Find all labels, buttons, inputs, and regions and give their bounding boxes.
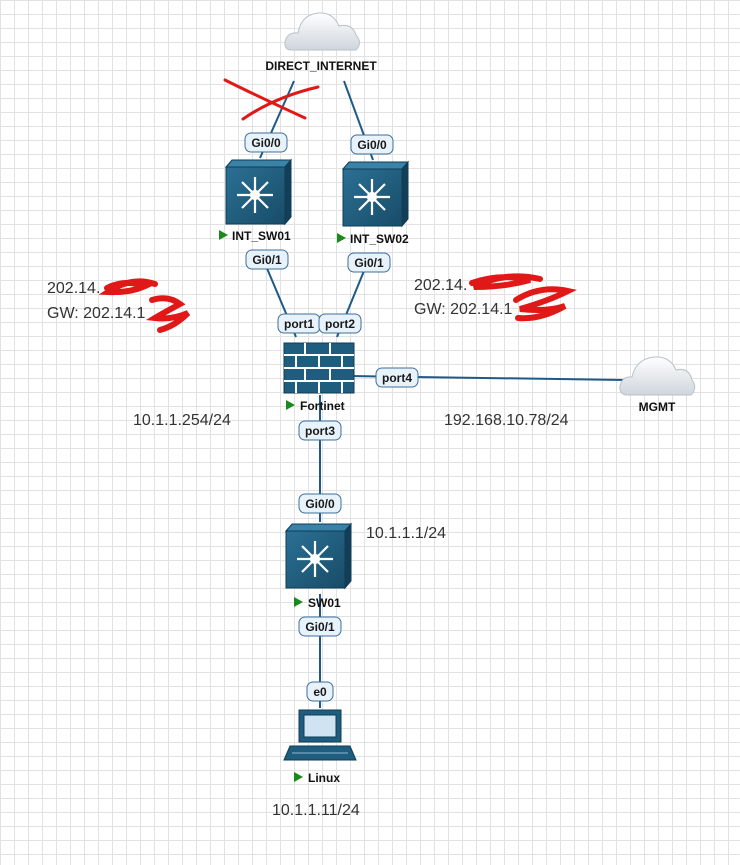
sw01-label: SW01	[308, 596, 341, 610]
sw01-ip-label: 10.1.1.1/24	[366, 525, 446, 542]
mgmt-cloud-label: MGMT	[639, 400, 676, 414]
fortinet-port4[interactable]: port4	[375, 367, 419, 388]
cloud-icon	[619, 356, 696, 396]
link-down-cross-mark	[223, 78, 320, 121]
linux-node[interactable]: Linux e0	[283, 681, 357, 785]
mgmt-cloud[interactable]: MGMT	[619, 356, 696, 414]
switch-icon	[341, 160, 410, 228]
sw01-node[interactable]: SW01 Gi0/0 Gi0/1	[284, 493, 353, 637]
sw01-port-gi0-0[interactable]: Gi0/0	[298, 493, 342, 514]
port-label: Gi0/0	[305, 497, 335, 511]
port-label: port2	[325, 317, 355, 331]
redaction-scribbles	[98, 78, 577, 333]
switch-icon	[224, 158, 293, 226]
int-sw01-port-gi0-0[interactable]: Gi0/0	[244, 132, 288, 153]
port-label: Gi0/0	[251, 136, 281, 150]
status-play-icon	[294, 597, 303, 607]
port-label: port3	[305, 424, 335, 438]
links	[259, 80, 625, 708]
port-label: Gi0/0	[357, 138, 387, 152]
mgmt-ip-label: 192.168.10.78/24	[444, 412, 569, 429]
switch-icon	[284, 522, 353, 590]
wan2-ip-label: 202.14.	[414, 277, 467, 294]
linux-ip-label: 10.1.1.11/24	[272, 802, 360, 819]
int-sw02-port-gi0-0[interactable]: Gi0/0	[350, 134, 394, 155]
wan1-ip-label: 202.14.	[47, 280, 100, 297]
int-sw02-label: INT_SW02	[350, 232, 409, 246]
firewall-icon	[283, 342, 355, 394]
fortinet-port1[interactable]: port1	[277, 313, 321, 334]
computer-icon	[283, 709, 357, 761]
linux-port-e0[interactable]: e0	[306, 681, 334, 702]
int-sw02-node[interactable]: INT_SW02 Gi0/0 Gi0/1	[337, 134, 410, 273]
fortinet-label: Fortinet	[300, 399, 345, 413]
port-label: Gi0/1	[354, 256, 384, 270]
port-label: e0	[313, 685, 327, 699]
fortinet-node[interactable]: Fortinet port1 port2 port4 port3	[277, 313, 419, 441]
status-play-icon	[286, 400, 295, 410]
fortinet-port2[interactable]: port2	[318, 313, 362, 334]
wan2-gw-label: GW: 202.14.1	[414, 301, 513, 318]
internet-cloud[interactable]: DIRECT_INTERNET	[265, 12, 377, 73]
port-label: port4	[382, 371, 412, 385]
int-sw02-port-gi0-1[interactable]: Gi0/1	[347, 252, 391, 273]
int-sw01-node[interactable]: INT_SW01 Gi0/0 Gi0/1	[219, 132, 293, 270]
fortinet-port3[interactable]: port3	[298, 420, 342, 441]
status-play-icon	[219, 230, 228, 240]
port-label: Gi0/1	[252, 253, 282, 267]
fortinet-inside-ip-label: 10.1.1.254/24	[133, 412, 231, 429]
wan1-gw-label: GW: 202.14.1	[47, 305, 146, 322]
linux-label: Linux	[308, 771, 340, 785]
port-label: port1	[284, 317, 314, 331]
sw01-port-gi0-1[interactable]: Gi0/1	[298, 616, 342, 637]
cloud-icon	[284, 12, 360, 51]
port-label: Gi0/1	[305, 620, 335, 634]
status-play-icon	[337, 233, 346, 243]
internet-cloud-label: DIRECT_INTERNET	[265, 59, 377, 73]
redaction-mark	[98, 278, 191, 333]
int-sw01-label: INT_SW01	[232, 229, 291, 243]
redaction-mark	[469, 273, 577, 322]
int-sw01-port-gi0-1[interactable]: Gi0/1	[245, 249, 289, 270]
status-play-icon	[294, 772, 303, 782]
